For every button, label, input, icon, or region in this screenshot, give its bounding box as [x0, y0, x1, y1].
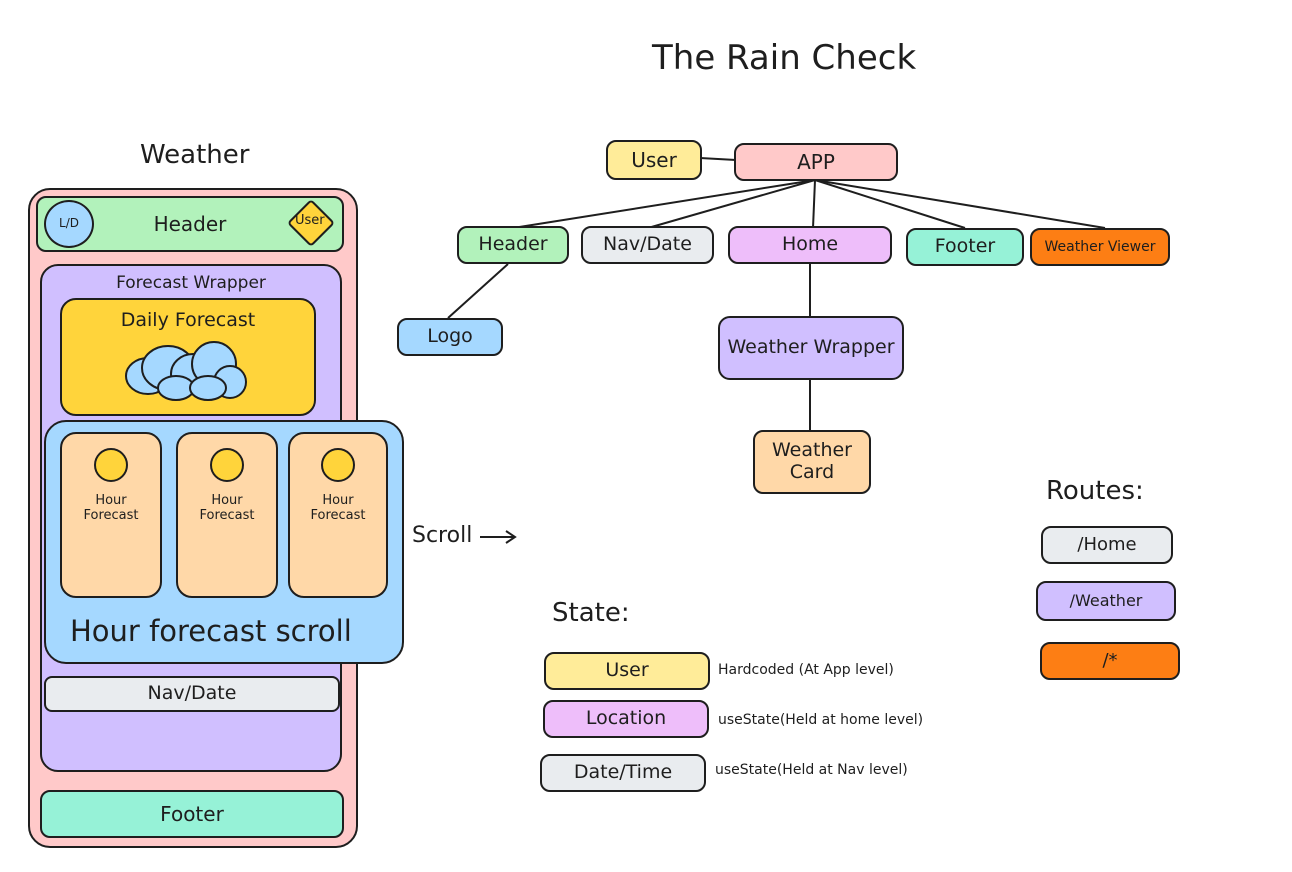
hour-forecast-scroll-label: Hour forecast scroll [70, 614, 352, 648]
route-home-label: /Home [1077, 533, 1137, 555]
sun-icon [94, 448, 128, 482]
route-wildcard-label: /* [1102, 649, 1118, 671]
tree-footer: Footer [906, 228, 1024, 266]
tree-home-label: Home [781, 233, 839, 256]
page-title: The Rain Check [652, 38, 917, 78]
tree-app-label: APP [797, 149, 835, 174]
connector-app-navdate [647, 179, 816, 229]
connector-app-home [812, 179, 816, 229]
route-weather: /Weather [1036, 581, 1176, 621]
hour-card-label: Hour Forecast [199, 493, 255, 523]
tree-weather-viewer: Weather Viewer [1030, 228, 1170, 266]
tree-weather-viewer-label: Weather Viewer [1044, 238, 1156, 255]
mockup-nav-date[interactable]: Nav/Date [44, 676, 340, 712]
tree-user: User [606, 140, 702, 180]
sun-icon [210, 448, 244, 482]
mockup-header-title: Header [153, 211, 227, 236]
sun-icon [321, 448, 355, 482]
state-location-label: Location [585, 707, 667, 730]
mockup-footer: Footer [40, 790, 344, 838]
tree-weather-card-label: Weather Card [772, 439, 852, 483]
mockup-nav-date-label: Nav/Date [147, 682, 237, 705]
state-date-time: Date/Time [540, 754, 706, 792]
state-title: State: [552, 598, 630, 628]
forecast-wrapper-label: Forecast Wrapper [116, 273, 266, 293]
tree-footer-label: Footer [934, 235, 996, 258]
scroll-arrow-icon [480, 530, 517, 544]
daily-forecast-label: Daily Forecast [120, 309, 256, 331]
tree-nav-date: Nav/Date [581, 226, 714, 264]
state-date-time-label: Date/Time [573, 761, 673, 784]
scroll-label: Scroll [412, 523, 473, 548]
hour-card-label: Hour Forecast [310, 493, 366, 523]
hour-card-3: Hour Forecast [288, 432, 388, 598]
tree-logo-label: Logo [427, 325, 473, 348]
tree-nav-date-label: Nav/Date [603, 233, 692, 256]
state-user-label: User [605, 659, 649, 682]
light-dark-toggle-label: L/D [59, 216, 79, 231]
tree-logo: Logo [397, 318, 503, 356]
state-date-time-desc: useState(Held at Nav level) [715, 762, 908, 778]
connector-header-logo [447, 263, 509, 319]
connector-user-app [699, 157, 737, 161]
tree-home: Home [728, 226, 892, 264]
state-user-desc: Hardcoded (At App level) [718, 662, 894, 678]
connector-app-header [512, 179, 816, 229]
user-diamond-label: User [295, 213, 325, 228]
connector-app-footer [814, 179, 966, 229]
hour-card-2: Hour Forecast [176, 432, 278, 598]
mockup-label: Weather [140, 140, 250, 170]
tree-weather-card: Weather Card [753, 430, 871, 494]
light-dark-toggle[interactable]: L/D [44, 200, 94, 248]
tree-app: APP [734, 143, 898, 181]
route-weather-label: /Weather [1069, 590, 1143, 610]
connector-app-weather-viewer [814, 179, 1106, 229]
tree-weather-wrapper: Weather Wrapper [718, 316, 904, 380]
hour-card-1: Hour Forecast [60, 432, 162, 598]
routes-title: Routes: [1046, 476, 1144, 506]
tree-header: Header [457, 226, 569, 264]
tree-user-label: User [631, 147, 677, 172]
hour-card-label: Hour Forecast [83, 493, 139, 523]
route-wildcard: /* [1040, 642, 1180, 680]
tree-header-label: Header [478, 233, 548, 256]
state-user: User [544, 652, 710, 690]
state-location: Location [543, 700, 709, 738]
cloud-icon [125, 341, 247, 401]
tree-weather-wrapper-label: Weather Wrapper [727, 336, 895, 359]
route-home: /Home [1041, 526, 1173, 564]
state-location-desc: useState(Held at home level) [718, 712, 924, 728]
mockup-footer-label: Footer [160, 801, 224, 826]
